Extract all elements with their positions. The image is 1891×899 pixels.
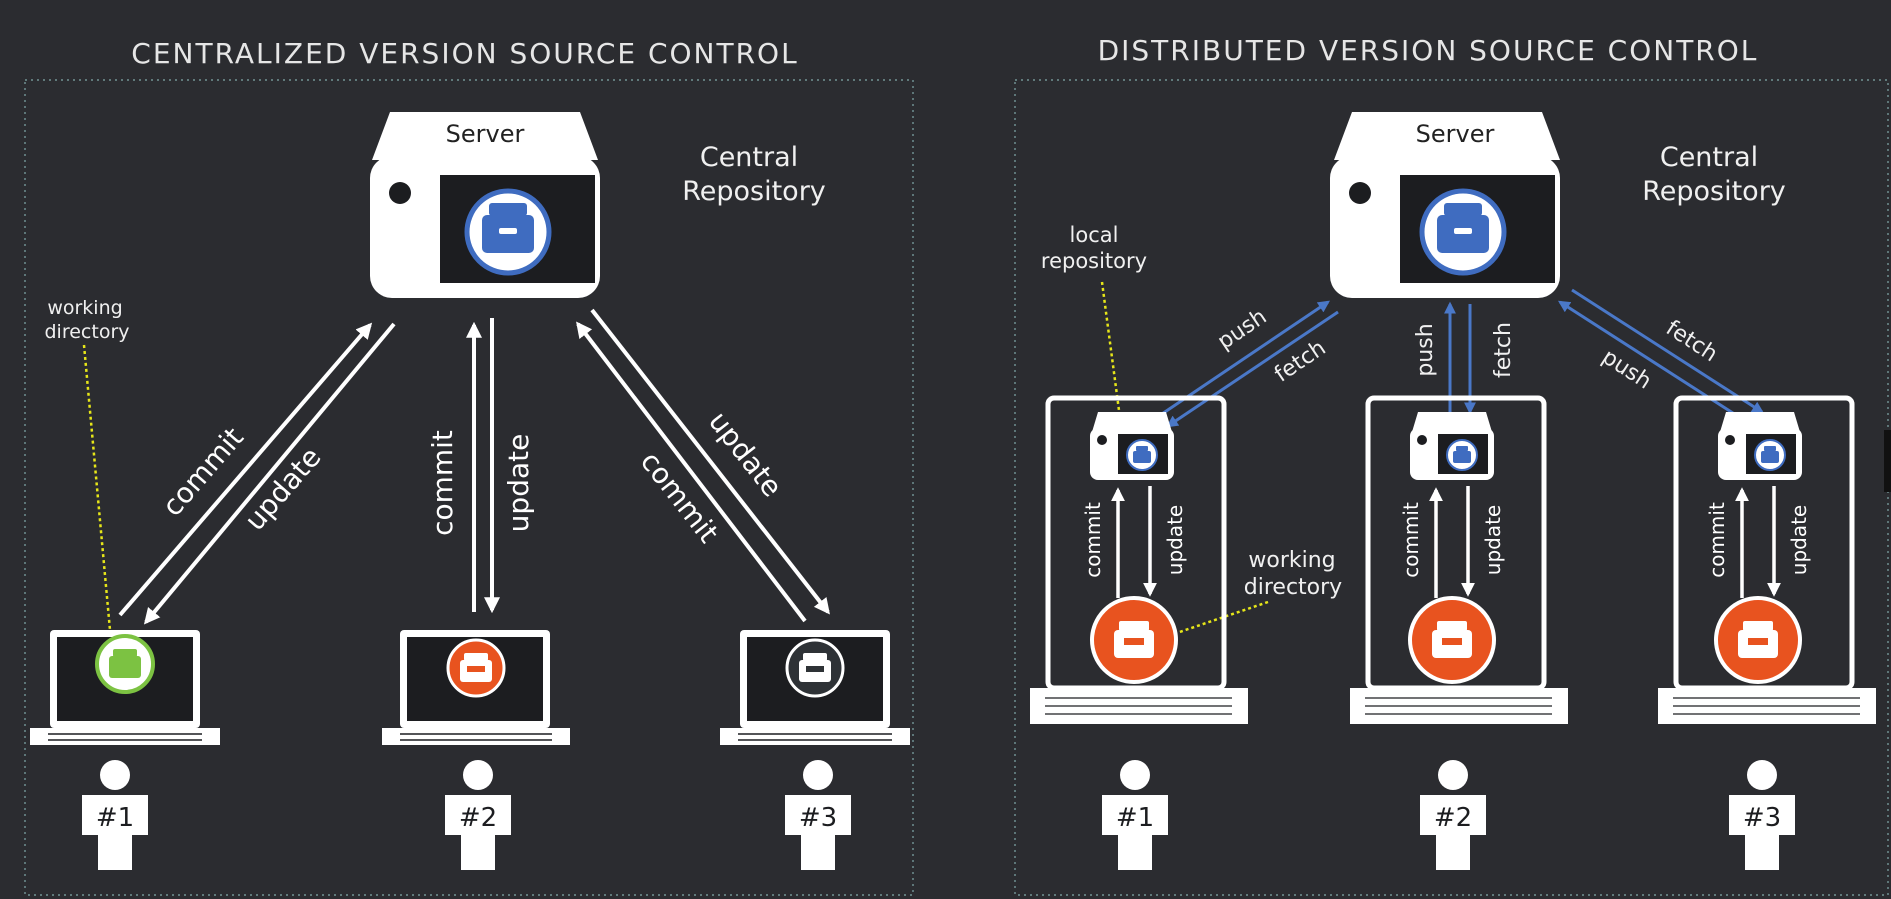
fetch-arrow-3 bbox=[1571, 288, 1765, 414]
repo-blue-icon-right bbox=[1419, 188, 1507, 276]
update-label-r2: update bbox=[1481, 505, 1505, 575]
edge-tab bbox=[1884, 430, 1891, 492]
commit-label-1: commit bbox=[156, 421, 250, 523]
fetch-label-1: fetch bbox=[1270, 336, 1330, 388]
central-repo-label-1: Central bbox=[700, 142, 798, 173]
user-r2-label: #2 bbox=[1434, 803, 1472, 833]
repo-blue-icon bbox=[464, 188, 552, 276]
user-2-icon: #2 bbox=[445, 760, 511, 870]
user-1-icon: #1 bbox=[82, 760, 148, 870]
working-dir-right-1: working bbox=[1248, 548, 1335, 573]
central-repo-label-right-1: Central bbox=[1660, 142, 1758, 173]
server-label: Server bbox=[446, 120, 525, 148]
update-label-r1: update bbox=[1163, 505, 1187, 575]
commit-label-r1: commit bbox=[1081, 502, 1105, 578]
working-dir-label-1: working bbox=[47, 297, 122, 319]
distributed-panel: DISTRIBUTED VERSION SOURCE CONTROL Serve… bbox=[1014, 34, 1889, 896]
laptop-client-2 bbox=[382, 630, 570, 745]
local-repo-box-2 bbox=[1410, 412, 1494, 480]
local-repo-label-2: repository bbox=[1041, 249, 1147, 273]
update-arrow-3 bbox=[590, 308, 830, 615]
user-3-icon: #3 bbox=[785, 760, 851, 870]
centralized-panel: CENTRALIZED VERSION SOURCE CONTROL Serve… bbox=[24, 37, 914, 896]
user-r1-label: #1 bbox=[1116, 803, 1154, 833]
update-label-r3: update bbox=[1787, 505, 1811, 575]
distributed-frame bbox=[1014, 79, 1889, 896]
workstation-2: commit update bbox=[1350, 395, 1568, 724]
user-2-label: #2 bbox=[459, 803, 497, 833]
commit-arrow-1 bbox=[118, 322, 373, 617]
fetch-label-2: fetch bbox=[1491, 322, 1516, 378]
central-repo-label-right-2: Repository bbox=[1642, 176, 1786, 207]
working-dir-right-2: directory bbox=[1244, 575, 1342, 600]
laptop-client-1 bbox=[30, 630, 220, 745]
laptop-client-3 bbox=[720, 630, 910, 745]
commit-arrow-3 bbox=[576, 321, 807, 623]
push-arrow-1 bbox=[1149, 300, 1330, 424]
working-dir-pointer bbox=[82, 344, 114, 653]
user-r1-icon: #1 bbox=[1102, 760, 1168, 870]
commit-label-r3: commit bbox=[1705, 502, 1729, 578]
commit-label-r2: commit bbox=[1399, 502, 1423, 578]
push-label-3: push bbox=[1597, 345, 1655, 395]
local-repo-pointer bbox=[1100, 281, 1122, 419]
user-1-label: #1 bbox=[96, 803, 134, 833]
push-label-2: push bbox=[1413, 323, 1438, 376]
central-server: Server bbox=[370, 112, 600, 298]
centralized-title: CENTRALIZED VERSION SOURCE CONTROL bbox=[131, 37, 798, 70]
user-r3-icon: #3 bbox=[1729, 760, 1795, 870]
working-dir-label-2: directory bbox=[45, 321, 130, 343]
centralized-frame bbox=[24, 79, 914, 896]
workstation-1: commit update bbox=[1030, 395, 1248, 724]
fetch-arrow-1 bbox=[1166, 310, 1339, 428]
commit-label-2: commit bbox=[426, 430, 459, 536]
local-repo-label-1: local bbox=[1070, 223, 1119, 247]
push-arrow-3 bbox=[1557, 300, 1751, 426]
workstation-3: commit update bbox=[1658, 395, 1876, 724]
local-repo-box-3 bbox=[1718, 412, 1802, 480]
update-label-3: update bbox=[702, 405, 789, 503]
distributed-server: Server bbox=[1330, 112, 1560, 298]
user-3-label: #3 bbox=[799, 803, 837, 833]
user-r3-label: #3 bbox=[1743, 803, 1781, 833]
user-r2-icon: #2 bbox=[1420, 760, 1486, 870]
update-arrow-1 bbox=[143, 322, 396, 625]
central-repo-label-2: Repository bbox=[682, 176, 826, 207]
distributed-title: DISTRIBUTED VERSION SOURCE CONTROL bbox=[1098, 34, 1759, 67]
fetch-label-3: fetch bbox=[1661, 316, 1722, 367]
local-repo-box-1 bbox=[1090, 412, 1174, 480]
server-label-right: Server bbox=[1416, 120, 1495, 148]
update-label-2: update bbox=[502, 434, 535, 533]
